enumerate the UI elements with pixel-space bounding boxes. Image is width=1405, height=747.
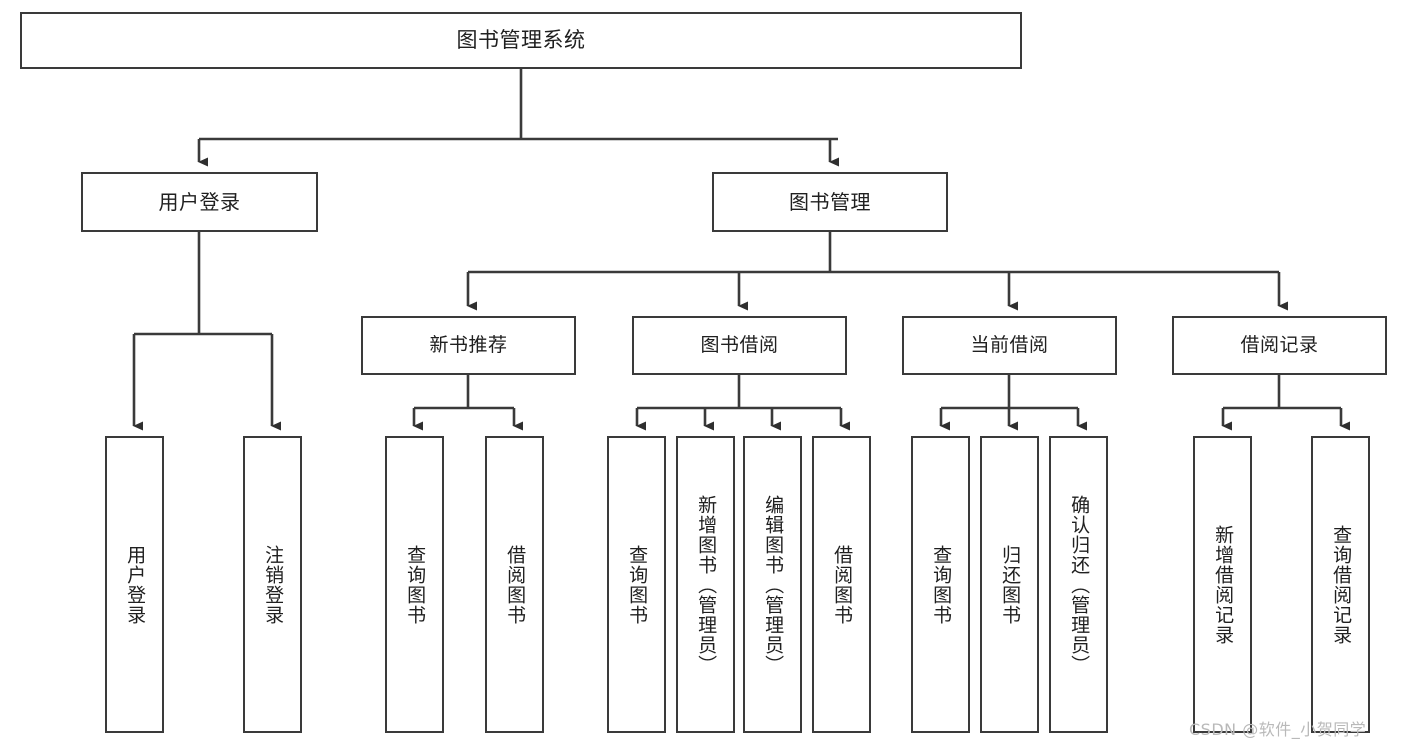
node-label: 查询图书: [930, 544, 953, 625]
node-label: 编辑图书（管理员）: [762, 494, 785, 675]
node-book-manage[interactable]: 图书管理: [712, 172, 948, 232]
node-label: 确认归还（管理员）: [1068, 494, 1091, 675]
node-label: 图书管理: [789, 189, 871, 214]
node-leaf-edit-book[interactable]: 编辑图书（管理员）: [743, 436, 802, 733]
node-leaf-add-record[interactable]: 新增借阅记录: [1193, 436, 1252, 733]
node-user-login[interactable]: 用户登录: [81, 172, 318, 232]
node-leaf-return-book[interactable]: 归还图书: [980, 436, 1039, 733]
node-leaf-user-login[interactable]: 用户登录: [105, 436, 164, 733]
node-label: 借阅记录: [1240, 333, 1319, 356]
watermark-text: CSDN @软件_小贺同学: [1189, 720, 1367, 739]
node-borrow-record[interactable]: 借阅记录: [1172, 316, 1387, 375]
node-label: 归还图书: [999, 544, 1022, 625]
node-leaf-add-book[interactable]: 新增图书（管理员）: [676, 436, 735, 733]
node-label: 新书推荐: [429, 333, 508, 356]
node-new-book-rec[interactable]: 新书推荐: [361, 316, 576, 375]
node-book-borrow[interactable]: 图书借阅: [632, 316, 847, 375]
node-label: 图书管理系统: [456, 28, 586, 53]
node-leaf-confirm-return[interactable]: 确认归还（管理员）: [1049, 436, 1108, 733]
node-label: 借阅图书: [831, 544, 854, 625]
node-current-borrow[interactable]: 当前借阅: [902, 316, 1117, 375]
node-label: 查询图书: [626, 544, 649, 625]
node-label: 用户登录: [158, 189, 241, 214]
node-label: 查询借阅记录: [1330, 524, 1353, 645]
node-label: 图书借阅: [700, 333, 779, 356]
node-label: 新增图书（管理员）: [695, 494, 718, 675]
node-label: 查询图书: [404, 544, 427, 625]
node-leaf-borrow-book-2[interactable]: 借阅图书: [812, 436, 871, 733]
node-label: 借阅图书: [504, 544, 527, 625]
node-label: 用户登录: [124, 544, 147, 625]
node-root-system[interactable]: 图书管理系统: [20, 12, 1022, 69]
node-leaf-query-record[interactable]: 查询借阅记录: [1311, 436, 1370, 733]
node-leaf-query-book-2[interactable]: 查询图书: [607, 436, 666, 733]
node-leaf-borrow-book-1[interactable]: 借阅图书: [485, 436, 544, 733]
node-label: 当前借阅: [970, 333, 1049, 356]
node-leaf-query-book-3[interactable]: 查询图书: [911, 436, 970, 733]
node-label: 新增借阅记录: [1212, 524, 1235, 645]
node-leaf-logout[interactable]: 注销登录: [243, 436, 302, 733]
node-leaf-query-book-1[interactable]: 查询图书: [385, 436, 444, 733]
node-label: 注销登录: [262, 544, 285, 625]
